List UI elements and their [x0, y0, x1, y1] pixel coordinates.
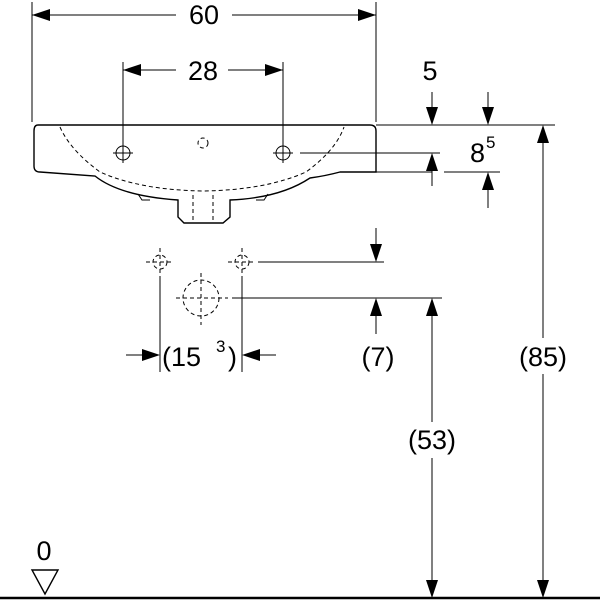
tap-spacing-label: 28 [188, 56, 218, 86]
tap-hole-right-icon [273, 143, 293, 163]
supply-left-icon [146, 248, 174, 276]
trap-drop-dimension: (7) [362, 228, 395, 372]
basin-depth-label: 8 [470, 138, 485, 168]
trap-spacing-main: (15 [162, 342, 201, 372]
supply-markers [146, 248, 442, 325]
basin-depth-main: 8 [470, 138, 485, 168]
floor-level-label: 0 [36, 536, 51, 566]
washbasin-body [33, 124, 377, 224]
waste-outlet-icon [176, 273, 228, 325]
basin-depth-sup: 5 [486, 133, 495, 152]
basin-depth-dimension: 8 5 [300, 133, 500, 208]
tap-hole-left-icon [113, 143, 133, 163]
trap-spacing-sup: 3 [216, 337, 225, 356]
floor-level: 0 [0, 536, 600, 600]
rim-height-dimension: (85) [508, 125, 578, 598]
overall-width-dimension: 60 [31, 0, 377, 122]
rim-offset-dimension: 5 [376, 56, 555, 126]
supply-right-icon [228, 248, 256, 276]
trap-spacing-label: (15 [162, 342, 201, 372]
rim-height-label: (85) [519, 342, 567, 372]
overall-width-label: 60 [189, 0, 219, 30]
tap-spacing-dimension: 28 [122, 54, 284, 145]
rim-offset-label: 5 [422, 56, 437, 86]
trap-spacing-close: ) [228, 342, 237, 372]
trap-spacing-dimension: (15 3 ) [126, 276, 276, 372]
outlet-height-dimension: (53) [398, 298, 466, 598]
trap-drop-label: (7) [362, 342, 395, 372]
outlet-height-label: (53) [408, 425, 456, 455]
floor-level-marker-icon [30, 569, 60, 596]
